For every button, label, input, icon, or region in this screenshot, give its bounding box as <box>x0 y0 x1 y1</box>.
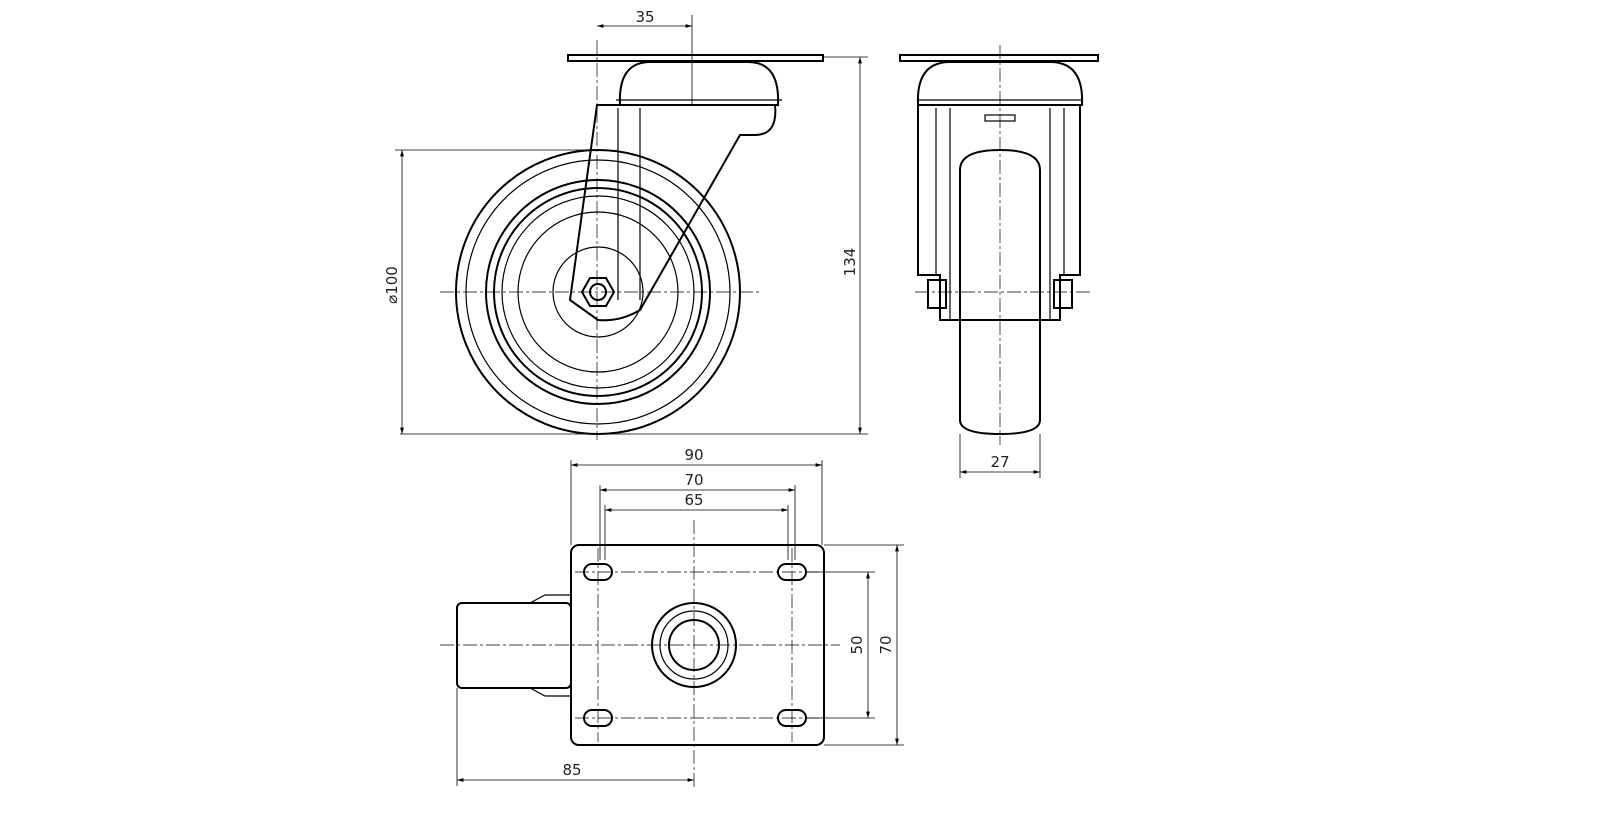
dim-diameter-100: ⌀100 <box>383 266 401 304</box>
dim-65: 65 <box>684 491 703 509</box>
dim-70-vertical: 70 <box>877 635 895 654</box>
dim-70-horizontal: 70 <box>684 471 703 489</box>
front-view: 35 134 ⌀100 <box>383 8 868 440</box>
dim-35: 35 <box>635 8 654 26</box>
side-view: 27 <box>899 45 1099 478</box>
dim-90: 90 <box>684 446 703 464</box>
dim-134: 134 <box>841 248 859 277</box>
bottom-view: 90 70 65 50 70 85 <box>440 446 904 790</box>
dim-50: 50 <box>848 635 866 654</box>
dim-27: 27 <box>990 453 1009 471</box>
dim-85: 85 <box>562 761 581 779</box>
